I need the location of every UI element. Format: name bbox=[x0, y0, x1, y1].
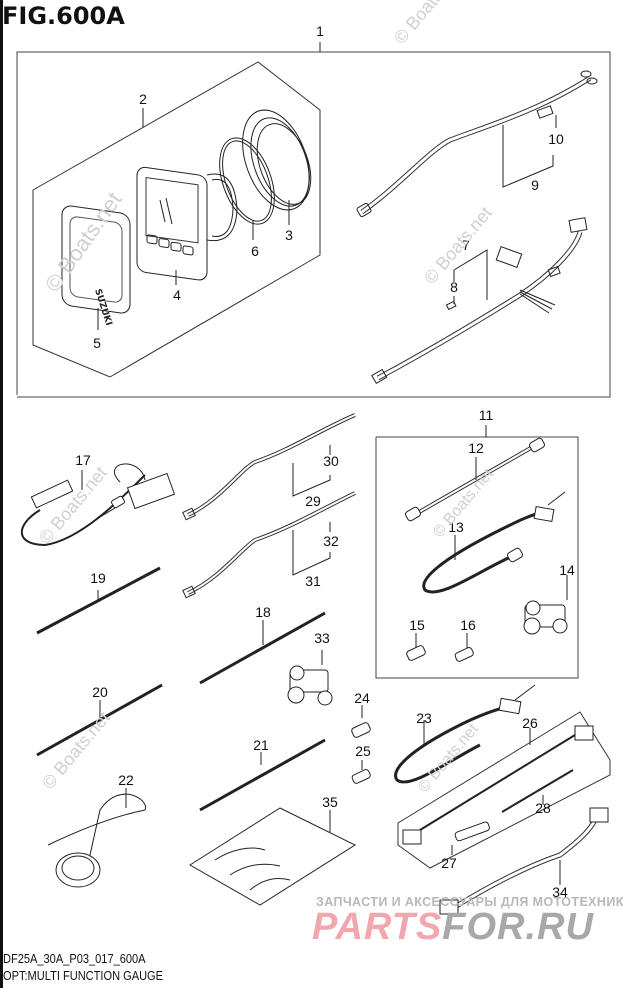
figure-title: FIG.600A bbox=[2, 2, 125, 30]
callout-35: 35 bbox=[322, 794, 338, 810]
part-24-terminator bbox=[351, 705, 371, 738]
callout-28: 28 bbox=[535, 800, 551, 816]
callout-21: 21 bbox=[253, 737, 269, 753]
part-22-speed-sensor bbox=[47, 788, 146, 888]
figure-code: DF25A_30A_P03_017_600A bbox=[3, 951, 146, 966]
part-17-fuel-flow-sensor bbox=[20, 463, 176, 547]
callout-25: 25 bbox=[355, 743, 371, 759]
callout-9: 9 bbox=[531, 177, 539, 193]
part-19-drop-cable bbox=[36, 566, 161, 635]
callout-30: 30 bbox=[323, 453, 339, 469]
callout-1: 1 bbox=[316, 23, 324, 39]
callout-2: 2 bbox=[139, 91, 147, 107]
part-15-terminator bbox=[406, 633, 426, 661]
callout-23: 23 bbox=[416, 710, 432, 726]
part-13-power-tap-cable bbox=[422, 491, 566, 594]
part-29-power-cable bbox=[182, 413, 356, 521]
part-9-power-cable bbox=[356, 70, 598, 218]
part-12-backbone-cable bbox=[405, 437, 545, 522]
callout-15: 15 bbox=[409, 617, 425, 633]
partsfor-logo-part1: PARTS bbox=[312, 906, 443, 948]
part-27-fuse bbox=[451, 821, 490, 855]
callout-10: 10 bbox=[548, 131, 564, 147]
callout-34: 34 bbox=[552, 884, 568, 900]
callout-32: 32 bbox=[323, 533, 339, 549]
kit-11-frame bbox=[375, 425, 579, 679]
callout-29: 29 bbox=[305, 493, 321, 509]
part-34-extension-harness bbox=[439, 807, 609, 915]
part-3-mounting-nut bbox=[242, 109, 312, 225]
callout-26: 26 bbox=[522, 715, 538, 731]
part-31-power-cable bbox=[182, 491, 356, 599]
callout-11: 11 bbox=[479, 407, 494, 423]
figure-description: OPT:MULTI FUNCTION GAUGE bbox=[3, 968, 164, 983]
callout-8: 8 bbox=[450, 279, 458, 295]
callout-7: 7 bbox=[462, 237, 470, 253]
part-6-o-ring bbox=[219, 137, 275, 240]
callout-16: 16 bbox=[460, 617, 476, 633]
part-21-extension-cable bbox=[199, 738, 326, 812]
part-4-gauge bbox=[136, 166, 238, 285]
callout-17: 17 bbox=[75, 452, 91, 468]
callout-20: 20 bbox=[92, 684, 108, 700]
image-left-border bbox=[0, 0, 3, 988]
part-33-t-connector bbox=[287, 650, 333, 706]
callout-19: 19 bbox=[90, 570, 106, 586]
partsfor-tagline: ЗАПЧАСТИ И АКСЕССУАРЫ ДЛЯ МОТОТЕХНИКИ bbox=[316, 895, 623, 909]
part-16-terminator bbox=[454, 633, 474, 662]
gauge-set-2-frame bbox=[32, 61, 321, 378]
part-23-power-tap-cable bbox=[394, 684, 536, 784]
svg-text:SUZUKI: SUZUKI bbox=[92, 288, 113, 327]
callout-14: 14 bbox=[559, 562, 575, 578]
callout-33: 33 bbox=[314, 630, 330, 646]
callout-22: 22 bbox=[118, 772, 134, 788]
part-14-t-connector bbox=[523, 575, 568, 635]
callout-24: 24 bbox=[354, 690, 370, 706]
callout-18: 18 bbox=[255, 604, 271, 620]
callout-6: 6 bbox=[251, 243, 259, 259]
callout-12: 12 bbox=[468, 440, 484, 456]
part-28-cable-tie bbox=[501, 769, 574, 813]
partsfor-logo-part2: FOR.RU bbox=[442, 906, 594, 948]
part-35-instruction-bag bbox=[189, 807, 357, 906]
partsfor-logo: PARTSFOR.RU bbox=[312, 906, 594, 949]
part-20-extension-cable bbox=[36, 683, 163, 757]
callout-labels: 1 2 3 4 5 6 7 8 9 10 11 12 13 14 15 16 1… bbox=[75, 23, 575, 900]
callout-5: 5 bbox=[93, 335, 101, 351]
callout-13: 13 bbox=[448, 519, 464, 535]
part-26-adapter-harness-set bbox=[397, 711, 611, 869]
part-18-extension-cable bbox=[199, 611, 326, 685]
callout-4: 4 bbox=[173, 287, 181, 303]
part-7-wiring-harness bbox=[371, 217, 588, 385]
part-25-terminator bbox=[351, 760, 371, 784]
kit-1-frame bbox=[16, 42, 611, 398]
callout-3: 3 bbox=[285, 227, 293, 243]
callout-31: 31 bbox=[305, 573, 321, 589]
callout-27: 27 bbox=[441, 855, 457, 871]
